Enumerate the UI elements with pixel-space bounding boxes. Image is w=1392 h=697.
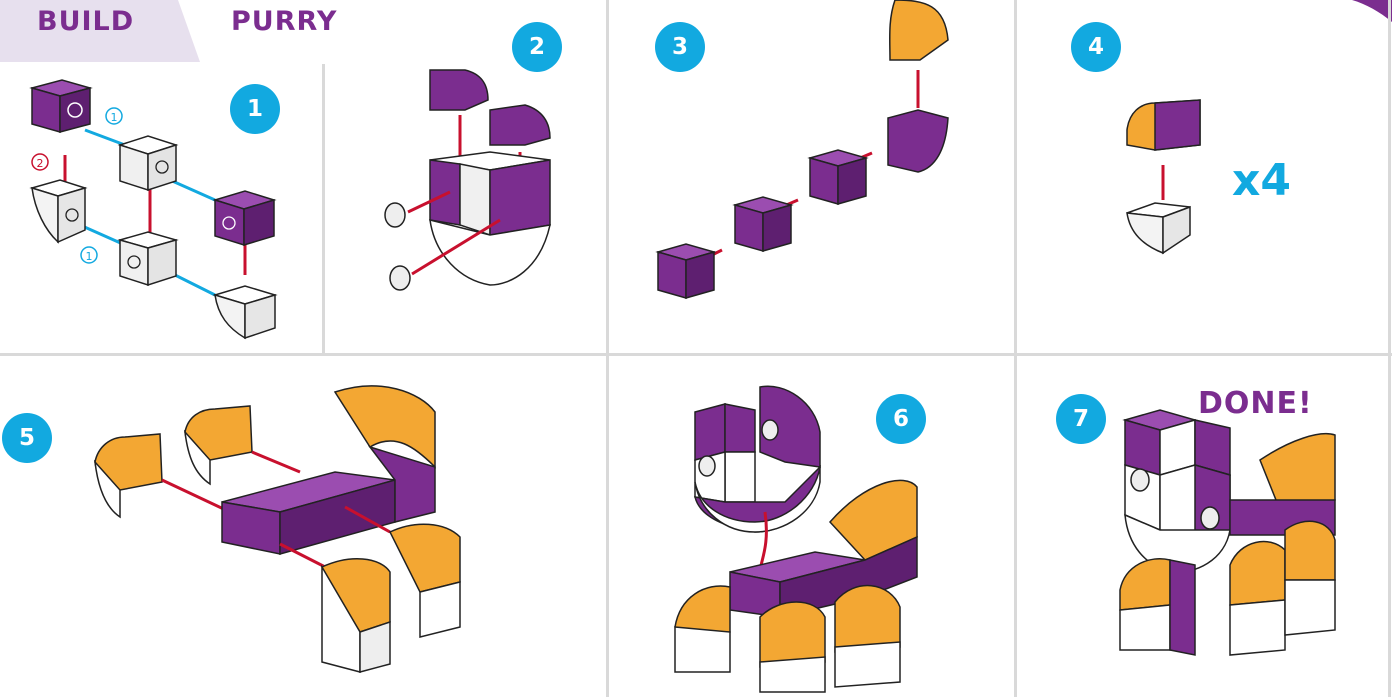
divider-v-3 bbox=[1014, 0, 1017, 697]
step1-illustration: 1 2 1 bbox=[0, 70, 320, 350]
step2-illustration bbox=[370, 60, 600, 310]
divider-horizontal bbox=[0, 353, 1392, 356]
done-label: DONE! bbox=[1198, 386, 1313, 421]
step-badge-7: 7 bbox=[1056, 394, 1106, 444]
purple-cube bbox=[32, 80, 90, 132]
step6-illustration bbox=[665, 372, 925, 692]
divider-v-1 bbox=[322, 64, 325, 353]
model-name: PURRY bbox=[231, 6, 337, 37]
divider-v-right bbox=[1388, 0, 1391, 697]
marker-2: 2 bbox=[37, 157, 44, 170]
step-badge-5: 5 bbox=[2, 413, 52, 463]
step4-illustration bbox=[1115, 95, 1215, 265]
divider-v-2 bbox=[606, 0, 609, 697]
marker-1a: 1 bbox=[111, 111, 118, 124]
step-badge-4: 4 bbox=[1071, 22, 1121, 72]
step7-illustration bbox=[1110, 400, 1350, 690]
build-label: BUILD bbox=[37, 6, 134, 37]
marker-1b: 1 bbox=[86, 250, 93, 263]
corner-decoration bbox=[1352, 0, 1392, 22]
step3-illustration bbox=[650, 0, 960, 330]
step4-multiplier: x4 bbox=[1232, 155, 1291, 206]
step5-illustration bbox=[90, 372, 470, 682]
